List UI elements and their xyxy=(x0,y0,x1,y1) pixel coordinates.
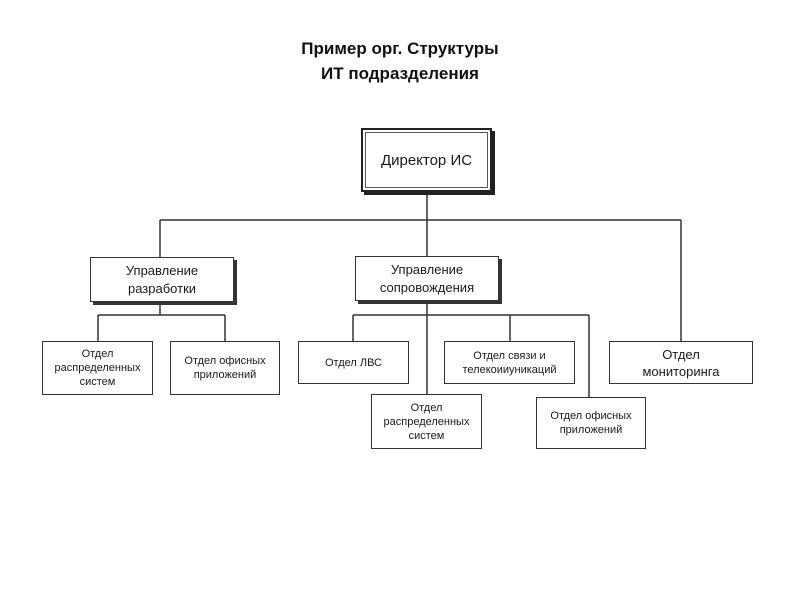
node-director: Директор ИС xyxy=(361,128,492,192)
node-support-mgmt: Управление сопровождения xyxy=(355,256,499,301)
title-line-2: ИТ подразделения xyxy=(321,64,479,83)
node-lan-department: Отдел ЛВС xyxy=(298,341,409,384)
node-telecom-department: Отдел связи и телекоииуникаций xyxy=(444,341,575,384)
title-line-1: Пример орг. Структуры xyxy=(301,39,499,58)
node-dev-mgmt: Управление разработки xyxy=(90,257,234,302)
node-support-distributed-systems: Отдел распределенных систем xyxy=(371,394,482,449)
node-dev-office-apps: Отдел офисных приложений xyxy=(170,341,280,395)
node-monitoring-department: Отдел мониторинга xyxy=(609,341,753,384)
node-support-office-apps: Отдел офисных приложений xyxy=(536,397,646,449)
diagram-title: Пример орг. Структуры ИТ подразделения xyxy=(0,36,800,86)
node-dev-distributed-systems: Отдел распределенных систем xyxy=(42,341,153,395)
